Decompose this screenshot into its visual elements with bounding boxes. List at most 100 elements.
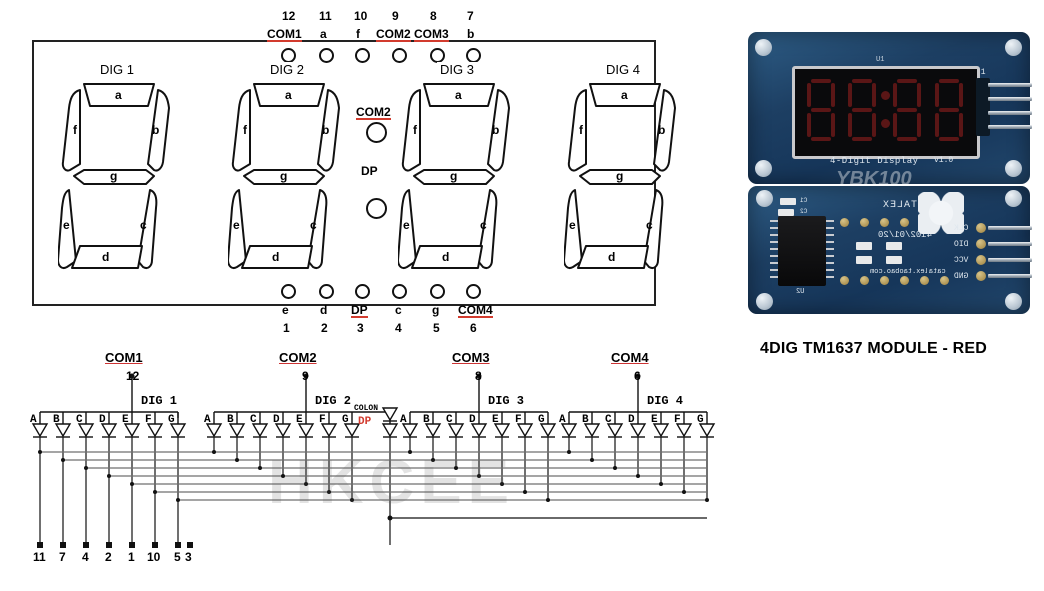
schematic-com-pin: 8 xyxy=(475,369,482,383)
resistor-r2 xyxy=(886,242,902,250)
terminal-pin-number: 7 xyxy=(59,550,66,564)
top-pin-number: 9 xyxy=(392,9,399,23)
silkscreen-c1: C1 xyxy=(800,197,808,204)
mounting-hole xyxy=(1005,160,1022,177)
terminal-pin-number: 1 xyxy=(128,550,135,564)
seven-segment-digit-4: DIG 4 a b c d e f g xyxy=(564,62,682,274)
header-pin xyxy=(988,97,1032,101)
segment-label-b: b xyxy=(492,123,500,137)
digit-segments xyxy=(564,83,676,270)
pin-label-clk: CLK xyxy=(954,224,969,233)
schematic-segment-label: D xyxy=(628,414,635,426)
seven-segment-digit-2: DIG 2 a b c d e f g xyxy=(228,62,346,274)
module-digit-4 xyxy=(935,79,963,141)
pin-label-vcc: VCC xyxy=(954,256,969,265)
silkscreen-u1: U1 xyxy=(876,56,885,64)
digit-title: DIG 4 xyxy=(603,62,643,77)
schematic-watermark: HKCEE xyxy=(268,448,516,517)
bottom-pin-number: 2 xyxy=(321,321,328,335)
schematic-segment-label: A xyxy=(559,414,566,426)
schematic-dig-label: DIG 4 xyxy=(647,394,684,408)
schematic-segment-label: B xyxy=(227,414,234,426)
module-digit-3 xyxy=(893,79,921,141)
top-pin-number: 7 xyxy=(467,9,474,23)
bottom-pin-number: 3 xyxy=(357,321,364,335)
segment-label-d: d xyxy=(608,250,616,264)
segment-label-a: a xyxy=(621,88,628,102)
bottom-pin-number: 1 xyxy=(283,321,290,335)
schematic-segment-label: C xyxy=(250,414,257,426)
silkscreen-u2: U2 xyxy=(796,288,805,296)
top-pin-number: 10 xyxy=(354,9,368,23)
schematic-segment-label: G xyxy=(538,414,545,426)
bottom-pin-name: g xyxy=(432,303,440,317)
seven-segment-digit-1: DIG 1 a b c d e f g xyxy=(58,62,176,274)
pin-hole-6 xyxy=(466,284,481,299)
segment-label-g: g xyxy=(450,169,458,183)
colon-top-label: COM2 xyxy=(356,105,391,120)
schematic-segment-label: D xyxy=(273,414,280,426)
schematic-com-label: COM1 xyxy=(105,350,143,365)
capacitor-c2 xyxy=(778,209,794,216)
silkscreen-site: catalex.taobao.com xyxy=(870,268,946,276)
silkscreen-logo xyxy=(918,192,964,234)
pin-label-gnd: GND xyxy=(954,272,969,281)
tm1637-module-front-photo: U1 J1 xyxy=(748,32,1032,190)
segment-label-c: c xyxy=(310,218,317,232)
top-pin-number: 8 xyxy=(430,9,437,23)
mounting-hole xyxy=(755,39,772,56)
schematic-dp-label: DP xyxy=(358,416,372,428)
module-colon-lower xyxy=(881,119,890,128)
schematic-com-label: COM3 xyxy=(452,350,490,365)
schematic-drawing xyxy=(31,373,716,548)
pin-hole-5 xyxy=(430,284,445,299)
pin-hole-12 xyxy=(281,48,296,63)
top-pin-name: COM3 xyxy=(414,27,449,42)
resistor-r4 xyxy=(886,256,902,264)
schematic-segment-label: F xyxy=(145,414,152,426)
pin-hole-4 xyxy=(392,284,407,299)
schematic-com-pin: 6 xyxy=(634,369,641,383)
terminal-pin-number: 5 xyxy=(174,550,181,564)
header-pad xyxy=(976,223,986,233)
colon-bottom-label: DP xyxy=(361,164,378,178)
mounting-hole xyxy=(1005,190,1022,207)
pin-hole-11 xyxy=(319,48,334,63)
schematic-segment-label: C xyxy=(446,414,453,426)
schematic-com-label: COM2 xyxy=(279,350,317,365)
digit-segments xyxy=(58,83,170,270)
top-pin-name: a xyxy=(320,27,327,41)
segment-label-g: g xyxy=(280,169,288,183)
segment-label-a: a xyxy=(285,88,292,102)
segment-label-g: g xyxy=(616,169,624,183)
module-digit-1 xyxy=(807,79,835,141)
bottom-pin-name: COM4 xyxy=(458,303,493,318)
segment-label-f: f xyxy=(413,123,417,137)
bottom-pin-number: 4 xyxy=(395,321,402,335)
pin-hole-7 xyxy=(466,48,481,63)
schematic-dig-label: DIG 1 xyxy=(141,394,178,408)
schematic-segment-label: F xyxy=(515,414,522,426)
pin-hole-2 xyxy=(319,284,334,299)
terminal-pin-number: 2 xyxy=(105,550,112,564)
schematic-segment-label: E xyxy=(122,414,129,426)
schematic-dig-label: DIG 2 xyxy=(315,394,352,408)
top-pin-name: f xyxy=(356,27,360,41)
top-pin-name: COM1 xyxy=(267,27,302,42)
silkscreen-j1: J1 xyxy=(976,68,986,77)
segment-label-c: c xyxy=(646,218,653,232)
led-matrix-schematic: HKCEE xyxy=(18,350,724,567)
segment-label-e: e xyxy=(403,218,410,232)
digit-segments xyxy=(398,83,510,270)
pin-label-dio: DIO xyxy=(954,240,969,249)
schematic-segment-label: F xyxy=(319,414,326,426)
schematic-dig-label: DIG 3 xyxy=(488,394,525,408)
silkscreen-title: 4-Digit Display xyxy=(830,156,919,166)
capacitor-c1 xyxy=(780,198,796,205)
header-pin xyxy=(988,125,1032,129)
segment-label-b: b xyxy=(152,123,160,137)
schematic-colon-label: COLON xyxy=(354,404,379,413)
schematic-segment-label: F xyxy=(674,414,681,426)
tm1637-driver-ic xyxy=(778,216,826,286)
colon-dot-lower xyxy=(366,198,387,219)
